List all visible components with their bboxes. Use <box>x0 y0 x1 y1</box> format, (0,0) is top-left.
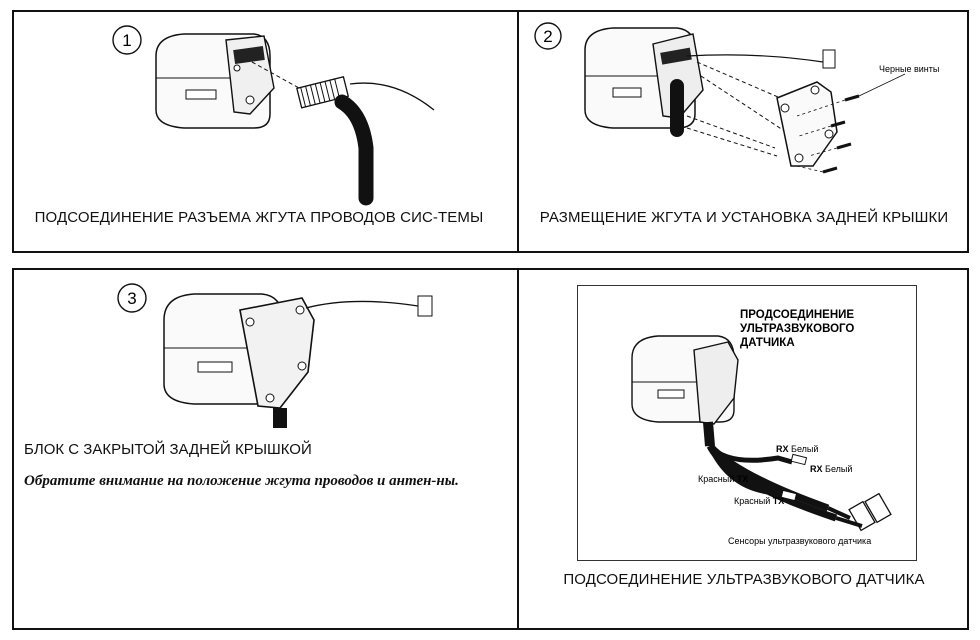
label-rx-white-2: RX Белый <box>810 464 852 474</box>
panel-step-2: 2 <box>519 12 967 251</box>
rear-cover <box>776 81 838 167</box>
inset-title-line3: ДАТЧИКА <box>740 337 795 349</box>
panel-step-1: 1 ПОДСОЕДИНЕНИЕ РАЗЪЕМА ЖГУТА ПРОВОДОВ С… <box>14 12 517 251</box>
caption-step-2: РАЗМЕЩЕНИЕ ЖГУТА И УСТАНОВКА ЗАДНЕЙ КРЫШ… <box>539 209 949 226</box>
label-rx-white-1: RX Белый <box>776 444 818 454</box>
sensor-inset-frame: ПРОДСОЕДИНЕНИЕ УЛЬТРАЗВУКОВОГО ДАТЧИКА <box>577 285 917 561</box>
label-tx-red-1: Красный TX <box>698 474 748 484</box>
ultrasonic-sensors <box>848 492 892 532</box>
step-number: 1 <box>122 31 131 50</box>
sensor-illustration: ПРОДСОЕДИНЕНИЕ УЛЬТРАЗВУКОВОГО ДАТЧИКА <box>631 309 892 546</box>
inset-title-line1: ПРОДСОЕДИНЕНИЕ <box>740 309 854 321</box>
label-black-screws: Черные винты <box>879 64 939 74</box>
caption-step-4: ПОДСОЕДИНЕНИЕ УЛЬТРАЗВУКОВОГО ДАТЧИКА <box>563 571 925 588</box>
caption-step-1: ПОДСОЕДИНЕНИЕ РАЗЪЕМА ЖГУТА ПРОВОДОВ СИС… <box>34 209 484 226</box>
caption-step-3: БЛОК С ЗАКРЫТОЙ ЗАДНЕЙ КРЫШКОЙ <box>24 441 312 458</box>
panel-divider <box>517 270 519 628</box>
black-screws <box>796 94 860 174</box>
connector-illustration: 1 <box>112 25 435 206</box>
panel-step-4: ПРОДСОЕДИНЕНИЕ УЛЬТРАЗВУКОВОГО ДАТЧИКА <box>519 270 967 628</box>
label-sensors: Сенсоры ультразвукового датчика <box>728 536 871 546</box>
closed-rear-cover <box>239 297 315 409</box>
closed-unit-illustration: 3 <box>117 283 433 428</box>
harness-note: Обратите внимание на положение жгута про… <box>24 473 459 489</box>
label-tx-red-2: Красный TX <box>734 496 784 506</box>
bottom-row: 3 БЛОК С ЗАКРЫТОЙ ЗАДНЕЙ КРЫШКОЙ Обратит… <box>12 268 969 630</box>
rear-cover-illustration: 2 <box>534 22 939 174</box>
panel-step-3: 3 БЛОК С ЗАКРЫТОЙ ЗАДНЕЙ КРЫШКОЙ Обратит… <box>14 270 517 628</box>
wire-harness <box>334 94 374 206</box>
step-number: 2 <box>543 27 552 46</box>
top-row: 1 ПОДСОЕДИНЕНИЕ РАЗЪЕМА ЖГУТА ПРОВОДОВ С… <box>12 10 969 253</box>
antenna-wire <box>349 82 435 111</box>
inset-title-line2: УЛЬТРАЗВУКОВОГО <box>740 323 854 335</box>
step-number: 3 <box>127 289 136 308</box>
panel-divider <box>517 12 519 251</box>
harness-connector <box>296 76 350 109</box>
step-number-circle <box>112 25 142 55</box>
